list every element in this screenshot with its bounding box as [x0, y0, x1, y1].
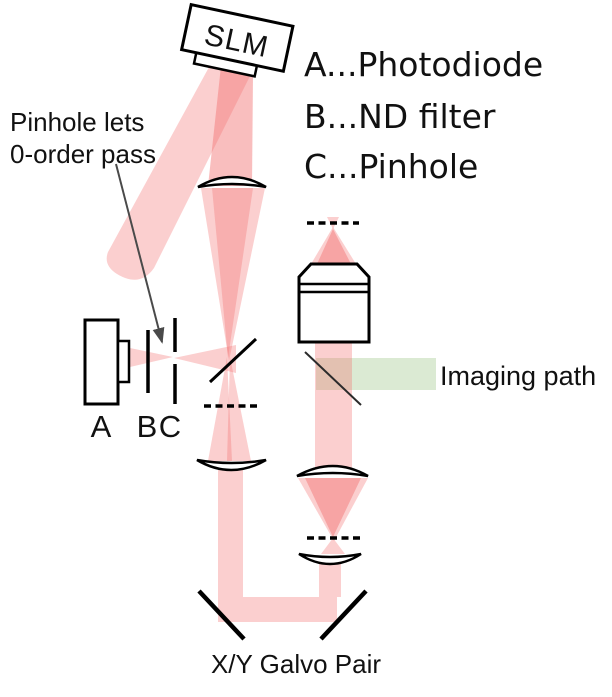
component-label-a: A — [91, 409, 112, 444]
beam-cone-objective-outer — [311, 227, 356, 264]
slm-device: SLM — [179, 2, 295, 78]
beam-lens4-to-galvo — [319, 558, 341, 597]
beamsplitter-mirror — [208, 337, 258, 384]
beam-bs-to-pinhole — [174, 345, 236, 373]
annotation-text-line2: 0-order pass — [10, 139, 156, 169]
beam-cone-objective-inner — [317, 229, 351, 264]
beam-slm-to-lens — [208, 66, 253, 186]
imaging-path-label: Imaging path — [440, 361, 596, 391]
beam-galvo-L — [218, 466, 337, 622]
beam-pinhole-to-photodiode — [130, 348, 173, 367]
beam-objective-to-lens3 — [315, 342, 352, 473]
beam-cone-lens3-outer — [298, 478, 368, 541]
beam-cone-lens1-inner — [212, 188, 253, 358]
galvo-mirror-right — [319, 589, 368, 641]
component-label-b: B — [137, 409, 158, 444]
component-label-c: C — [159, 409, 181, 444]
photodiode-sensor — [116, 339, 131, 384]
lens-2 — [196, 458, 267, 472]
beam-cone-cross-right — [227, 357, 251, 461]
objective-body — [297, 262, 371, 344]
beam-cone-cross-left — [208, 357, 232, 461]
photodiode-body — [83, 318, 120, 406]
galvo-pair-label: X/Y Galvo Pair — [211, 649, 381, 679]
galvo-mirror-left — [197, 589, 246, 641]
beam-cone-lens1-outer — [201, 188, 265, 361]
imaging-path-beam — [316, 358, 436, 390]
lens-4 — [298, 552, 362, 566]
beam-cone-focus-to-lens4 — [321, 538, 345, 554]
dichroic-mirror — [304, 351, 362, 406]
legend-item-pinhole: C...Pinhole — [304, 147, 478, 186]
annotation-arrow — [115, 163, 165, 344]
beam-cone-lens3-inner — [305, 478, 361, 537]
legend-item-nd-filter: B...ND filter — [304, 97, 496, 136]
beam-incident-diagonal — [106, 58, 254, 280]
annotation-text-line1: Pinhole lets — [10, 107, 144, 137]
lens-3 — [296, 464, 369, 478]
objective-lens — [297, 262, 371, 344]
slm-box — [179, 2, 295, 74]
lens-1 — [197, 175, 267, 189]
legend-item-photodiode: A...Photodiode — [304, 45, 543, 84]
